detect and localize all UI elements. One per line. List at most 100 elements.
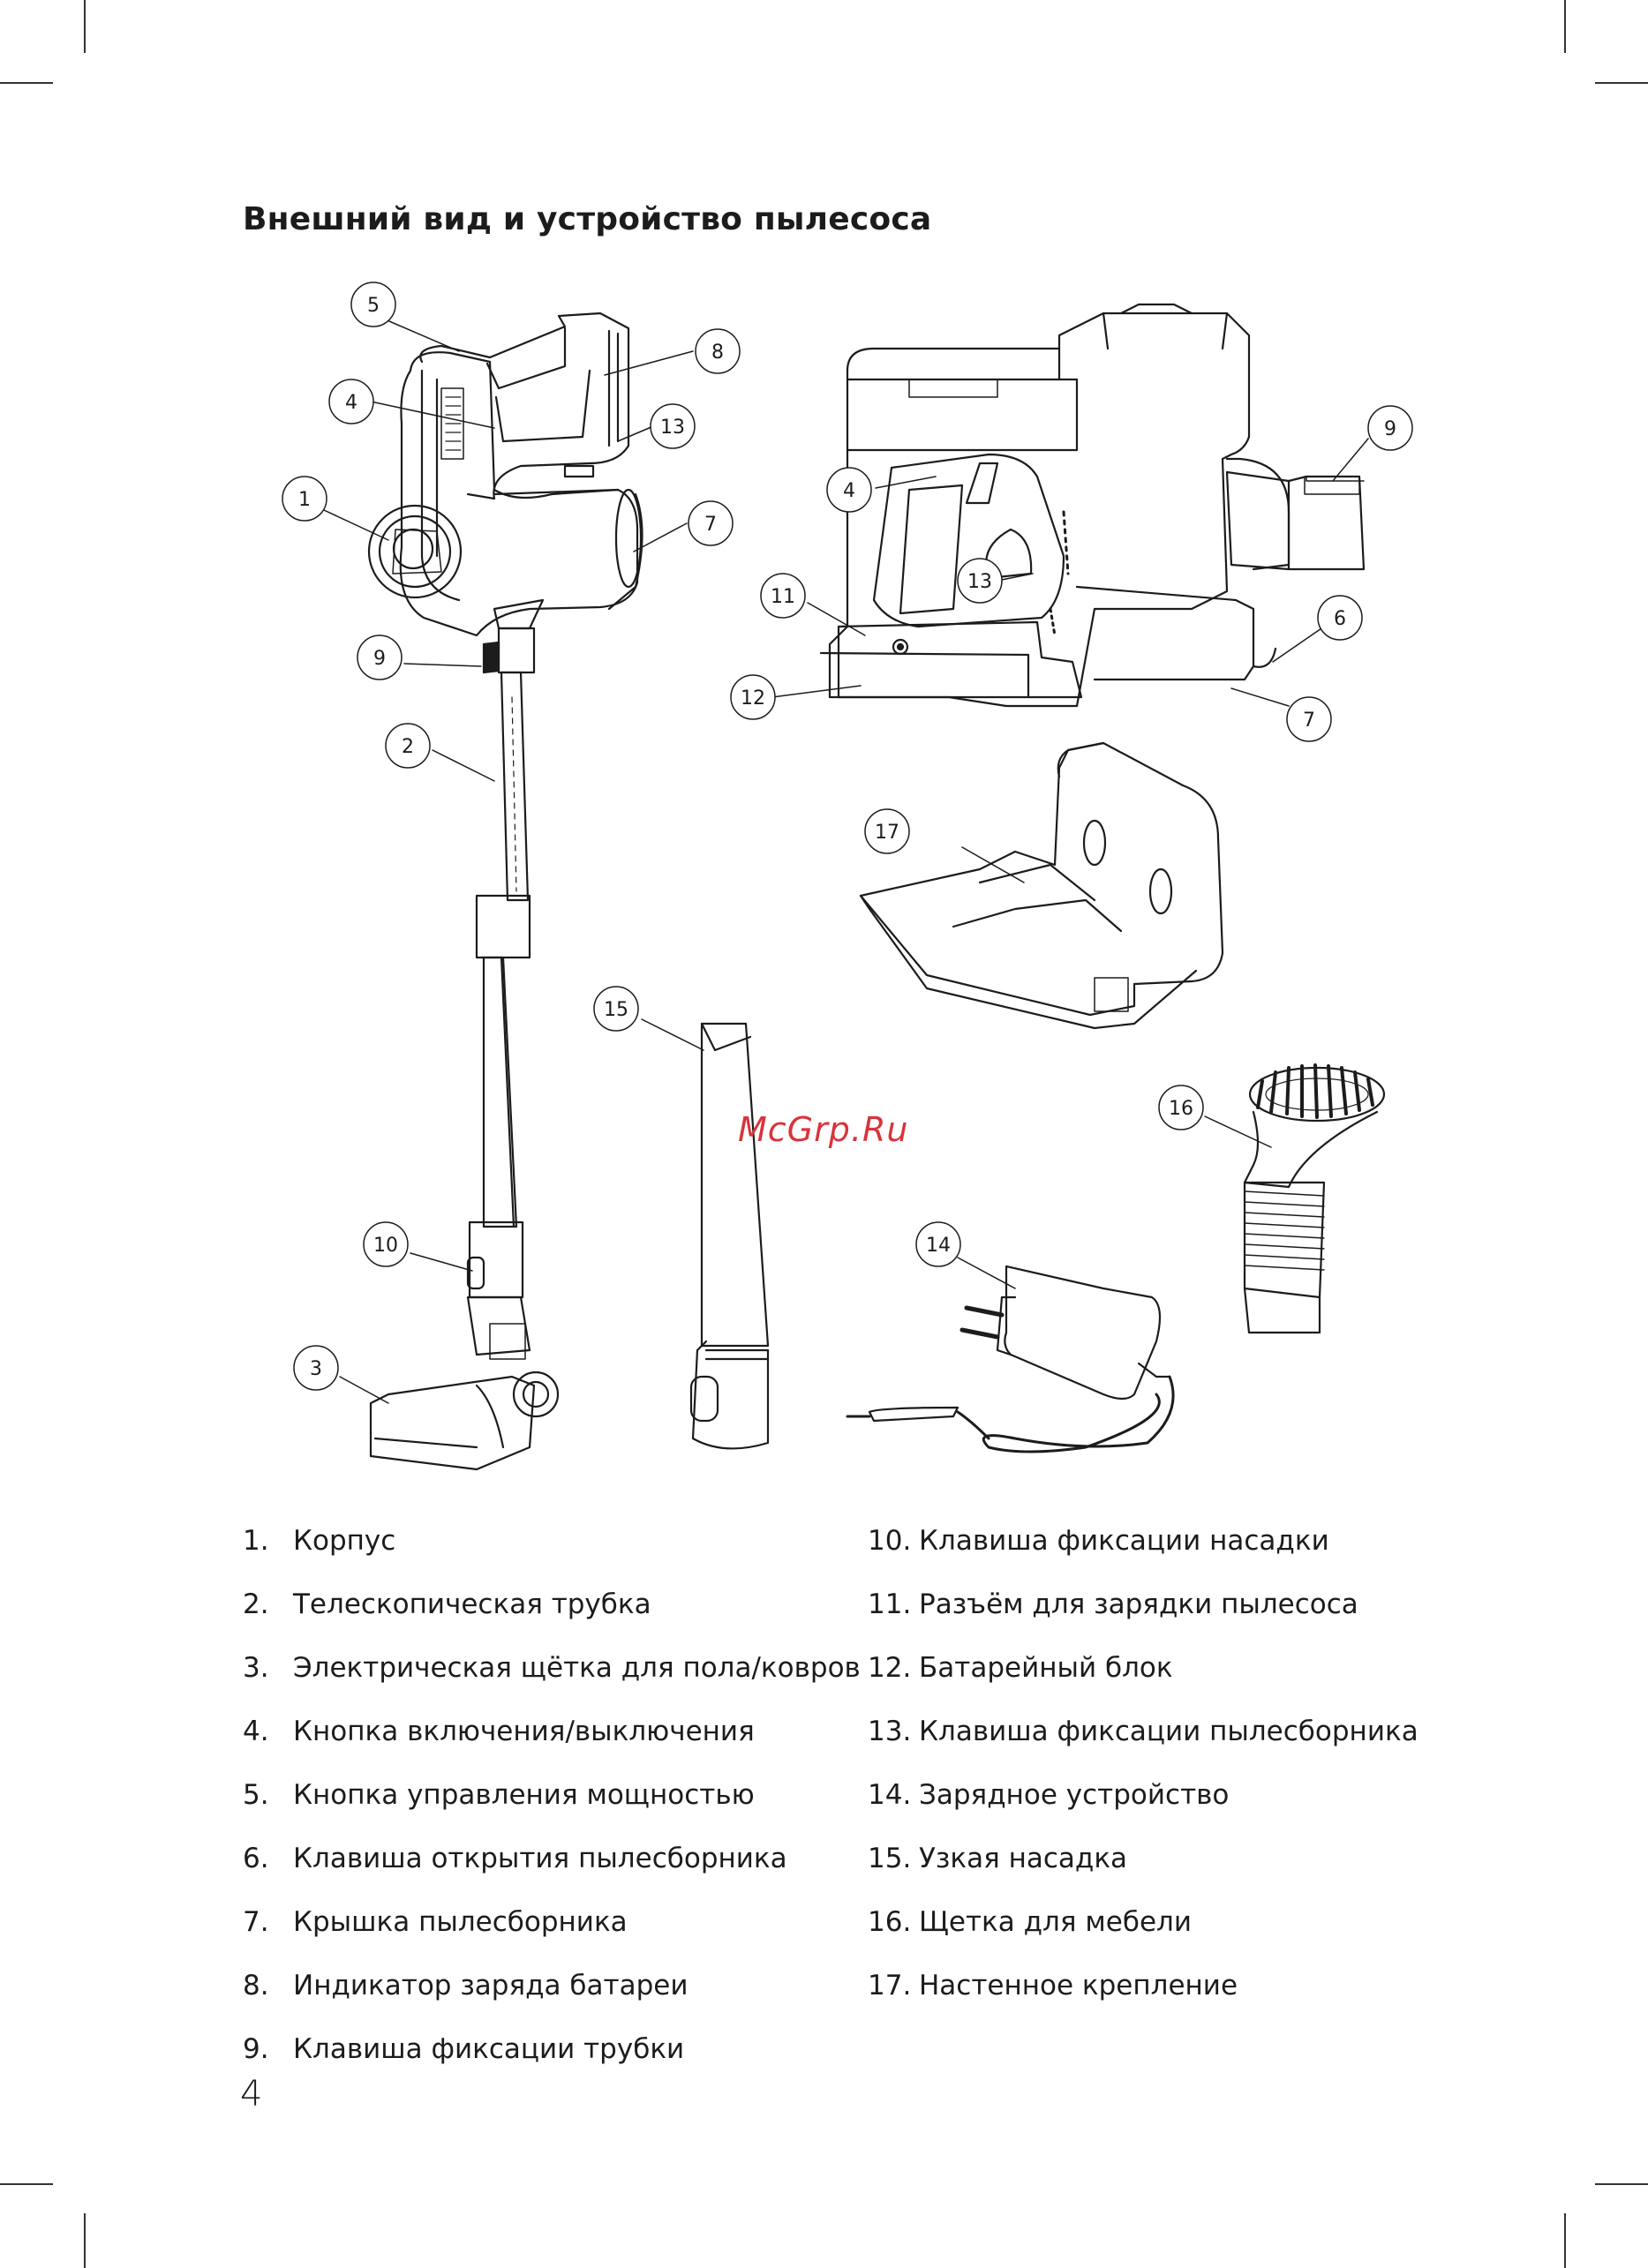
legend-label: Клавиша фиксации пылесборника xyxy=(919,1716,1418,1747)
crop-mark xyxy=(0,2183,53,2185)
callout-17 xyxy=(864,808,910,854)
callout-8 xyxy=(695,328,741,374)
crop-mark xyxy=(84,2213,86,2268)
legend-number: 16. xyxy=(868,1906,912,1938)
callout-7 xyxy=(1286,696,1332,742)
callout-label: 13 xyxy=(967,571,992,593)
legend-label: Клавиша фиксации насадки xyxy=(919,1525,1329,1557)
callout-label: 5 xyxy=(367,295,380,317)
callout-1 xyxy=(282,476,327,522)
legend-item: 6. Клавиша открытия пылесборника xyxy=(243,1827,861,1890)
callout-9 xyxy=(357,635,403,680)
watermark: McGrp.Ru xyxy=(738,1110,909,1149)
legend-label: Кнопка включения/выключения xyxy=(293,1716,755,1747)
crop-mark xyxy=(1595,82,1648,84)
legend-number: 1. xyxy=(243,1525,269,1557)
callout-4 xyxy=(328,379,374,424)
callout-4 xyxy=(826,467,872,513)
callout-label: 4 xyxy=(345,392,357,414)
legend-label: Крышка пылесборника xyxy=(293,1906,628,1938)
legend-number: 6. xyxy=(243,1843,269,1874)
callout-7 xyxy=(688,500,734,546)
callout-label: 7 xyxy=(1303,710,1315,732)
legend-item: 10.Клавиша фиксации насадки xyxy=(868,1509,1418,1573)
legend-number: 11. xyxy=(868,1588,912,1620)
legend-number: 15. xyxy=(868,1843,912,1874)
legend-label: Клавиша открытия пылесборника xyxy=(293,1843,787,1874)
legend-item: 4. Кнопка включения/выключения xyxy=(243,1700,861,1763)
callout-label: 13 xyxy=(660,417,685,439)
legend-item: 13.Клавиша фиксации пылесборника xyxy=(868,1700,1418,1763)
callout-11 xyxy=(760,573,806,619)
legend-number: 14. xyxy=(868,1779,912,1811)
callout-12 xyxy=(730,674,776,720)
callout-label: 2 xyxy=(402,736,414,758)
legend-number: 17. xyxy=(868,1970,912,2001)
callout-label: 7 xyxy=(704,514,717,536)
charger-illustration xyxy=(846,1265,1175,1453)
legend-item: 3. Электрическая щётка для пола/ковров xyxy=(243,1636,861,1700)
crevice-nozzle-illustration xyxy=(689,1022,770,1450)
parts-legend-right: 10.Клавиша фиксации насадки 11.Разъём дл… xyxy=(868,1509,1418,2017)
legend-number: 4. xyxy=(243,1716,269,1747)
legend-label: Настенное крепление xyxy=(919,1970,1238,2001)
legend-number: 13. xyxy=(868,1716,912,1747)
callout-label: 4 xyxy=(843,480,855,502)
callout-16 xyxy=(1158,1085,1204,1130)
parts-legend-left: 1.Корпус 2. Телескопическая трубка 3. Элек… xyxy=(243,1509,861,2081)
callout-13 xyxy=(957,558,1003,604)
legend-item: 5.Кнопка управления мощностью xyxy=(243,1763,861,1827)
legend-number: 3. xyxy=(243,1652,269,1684)
callout-2 xyxy=(385,723,431,769)
vacuum-diagram: 1 2 3 4 5 7 8 9 10 13 4 6 7 9 11 12 13 1… xyxy=(282,282,1413,1471)
legend-number: 7. xyxy=(243,1906,269,1938)
legend-label: Электрическая щётка для пола/ковров xyxy=(293,1652,861,1684)
page-number: 4 xyxy=(240,2074,263,2114)
crop-mark xyxy=(84,0,86,53)
callout-label: 9 xyxy=(373,648,386,670)
legend-label: Узкая насадка xyxy=(919,1843,1128,1874)
stick-vacuum-illustration xyxy=(367,312,643,1471)
legend-item: 11.Разъём для зарядки пылесоса xyxy=(868,1573,1418,1636)
callout-label: 11 xyxy=(771,586,795,608)
callout-markers xyxy=(282,282,1413,1391)
callout-lines xyxy=(323,312,1369,1404)
callout-label: 12 xyxy=(741,687,765,710)
legend-number: 10. xyxy=(868,1525,912,1557)
legend-item: 2. Телескопическая трубка xyxy=(243,1573,861,1636)
legend-label: Разъём для зарядки пылесоса xyxy=(919,1588,1358,1620)
wall-mount-illustration xyxy=(859,741,1224,1030)
callout-14 xyxy=(915,1221,961,1267)
callout-label: 16 xyxy=(1169,1098,1193,1120)
callout-label: 10 xyxy=(373,1235,398,1257)
legend-item: 14.Зарядное устройство xyxy=(868,1763,1418,1827)
legend-label: Щетка для мебели xyxy=(919,1906,1192,1938)
callout-label: 3 xyxy=(310,1358,322,1380)
legend-label: Батарейный блок xyxy=(919,1652,1173,1684)
callout-label: 8 xyxy=(711,342,724,364)
legend-item: 1.Корпус xyxy=(243,1509,861,1573)
legend-item: 16.Щетка для мебели xyxy=(868,1890,1418,1954)
legend-label: Индикатор заряда батареи xyxy=(293,1970,689,2001)
crop-mark xyxy=(1595,2183,1648,2185)
handheld-unit-illustration xyxy=(819,303,1366,708)
legend-label: Зарядное устройство xyxy=(919,1779,1230,1811)
legend-item: 17.Настенное крепление xyxy=(868,1954,1418,2017)
crop-mark xyxy=(1564,0,1566,53)
callout-9 xyxy=(1367,405,1413,451)
legend-item: 15.Узкая насадка xyxy=(868,1827,1418,1890)
legend-number: 2. xyxy=(243,1588,269,1620)
legend-label: Телескопическая трубка xyxy=(293,1588,651,1620)
crop-mark xyxy=(0,82,53,84)
callout-10 xyxy=(363,1221,409,1267)
callout-3 xyxy=(293,1345,339,1391)
legend-label: Клавиша фиксации трубки xyxy=(293,2033,685,2065)
callout-6 xyxy=(1317,595,1363,641)
callout-label: 17 xyxy=(875,822,899,844)
legend-number: 9. xyxy=(243,2033,269,2065)
callout-label: 15 xyxy=(604,999,628,1021)
legend-item: 7. Крышка пылесборника xyxy=(243,1890,861,1954)
legend-item: 12.Батарейный блок xyxy=(868,1636,1418,1700)
legend-item: 8.Индикатор заряда батареи xyxy=(243,1954,861,2017)
callout-label: 6 xyxy=(1334,608,1346,630)
